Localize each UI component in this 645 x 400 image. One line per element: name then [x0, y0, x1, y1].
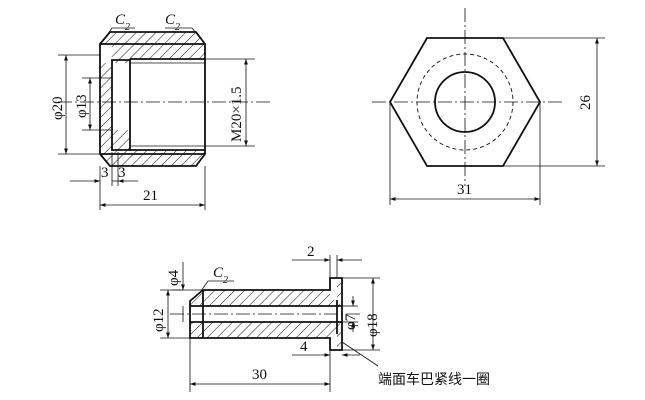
dim-gap-a: 3	[101, 165, 109, 181]
sleeve-outline	[189, 277, 343, 351]
nut-outline	[99, 31, 206, 167]
note-text: 端面车巴紧线一圈	[378, 371, 490, 388]
chamfer-leader-right	[165, 27, 201, 39]
chamfer-label-left: C2	[115, 12, 130, 33]
sleeve-section-view: φ4 C2 φ12 2 φ7 φ18 4 30	[151, 244, 490, 392]
hex-end-view: 26 31	[372, 8, 605, 205]
dim-phi18: φ18	[365, 313, 381, 337]
dim-phi4: φ4	[166, 269, 182, 286]
dim-thread: M20×1.5	[229, 86, 245, 142]
dim-2: 2	[307, 244, 315, 260]
dim-phi13: φ13	[74, 94, 90, 118]
chamfer-leader-left	[104, 27, 135, 39]
chamfer-label: C2	[213, 265, 228, 286]
dim-31: 31	[457, 182, 472, 198]
dim-26: 26	[578, 95, 594, 111]
nut-section-hatch	[100, 32, 205, 166]
dim-30: 30	[252, 367, 267, 383]
dim-21: 21	[143, 188, 158, 204]
dim-phi20: φ20	[50, 96, 66, 120]
nut-section-view: C2 C2 φ20 φ13 M20×1.5 3 3 21	[50, 12, 270, 210]
sleeve-section-hatch	[190, 278, 342, 350]
dim-4: 4	[300, 339, 308, 355]
dim-gap-b: 3	[118, 165, 126, 181]
dim-phi7: φ7	[343, 313, 359, 330]
chamfer-leader	[198, 280, 234, 295]
chamfer-label-right: C2	[165, 12, 180, 33]
note-leader	[341, 341, 379, 367]
dim-phi12: φ12	[151, 308, 167, 332]
